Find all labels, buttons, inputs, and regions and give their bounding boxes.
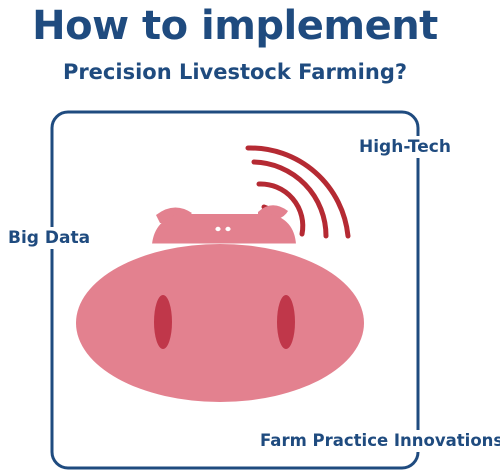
label-farm-practice-innovations: Farm Practice Innovations [256,430,500,452]
signal-arc-medium [256,181,306,237]
wireless-signal-icon [245,145,351,239]
pig-snout [76,244,364,402]
label-big-data: Big Data [8,227,95,249]
pig-nostril-right [277,295,295,349]
pig-head-top [152,214,296,244]
pig-nostril-left [154,295,172,349]
label-high-tech: High-Tech [355,136,455,158]
diagram-subtitle: Precision Livestock Farming? [62,60,408,84]
diagram-title: How to implement [32,3,438,49]
signal-arc-xlarge [245,145,351,239]
pig-eye-left [215,226,221,232]
pig-eye-right [225,226,231,232]
signal-arc-large [251,159,329,239]
frame-border [50,110,420,470]
pig-face-icon [76,205,364,402]
